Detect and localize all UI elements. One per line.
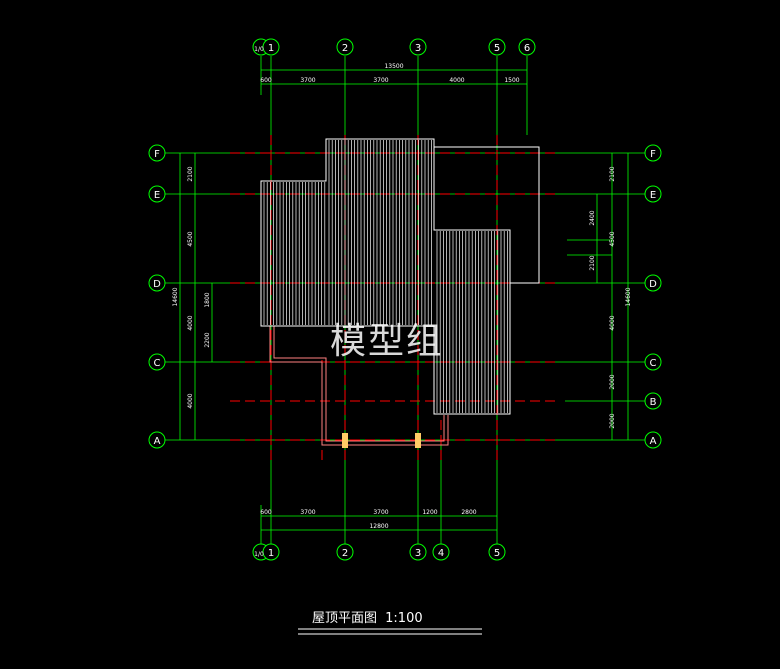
dim-left-inner-0: 1800 bbox=[204, 292, 211, 307]
axis-label-bottom-3: 3 bbox=[415, 548, 421, 559]
dimension-lines bbox=[179, 69, 629, 531]
dim-right-2: 4000 bbox=[609, 315, 616, 330]
dim-left-inner-1: 2200 bbox=[204, 332, 211, 347]
axis-label-top-0: 1/0 bbox=[254, 46, 264, 53]
axis-label-right-D: D bbox=[649, 279, 657, 290]
vertical-axis-lines bbox=[260, 56, 528, 545]
dim-bottom-2: 3700 bbox=[373, 509, 388, 516]
dim-right-inner-1: 2100 bbox=[589, 255, 596, 270]
axis-label-left-F: F bbox=[154, 149, 160, 160]
axis-label-top-3: 3 bbox=[415, 43, 421, 54]
drawing-scale: 1:100 bbox=[385, 611, 423, 626]
dim-right-total: 14600 bbox=[625, 287, 632, 306]
axis-label-top-5: 5 bbox=[494, 43, 500, 54]
right-axis-labels: F E D C B A bbox=[649, 149, 657, 447]
building-outline bbox=[269, 146, 540, 446]
bottom-axis-labels: 1/0 1 2 3 4 5 bbox=[254, 548, 500, 559]
column bbox=[342, 433, 348, 448]
dim-top-total: 13500 bbox=[384, 63, 403, 70]
right-dimension-text: 2100 4500 4000 2000 2000 14600 2400 2100 bbox=[589, 166, 632, 428]
dim-left-2: 4000 bbox=[187, 315, 194, 330]
horizontal-axis-lines bbox=[164, 152, 646, 441]
axis-label-right-B: B bbox=[650, 397, 657, 408]
dim-right-inner-0: 2400 bbox=[589, 210, 596, 225]
axis-label-bottom-5: 5 bbox=[494, 548, 500, 559]
dim-left-3: 4000 bbox=[187, 393, 194, 408]
column bbox=[415, 433, 421, 448]
bottom-dimension-text: 600 3700 3700 1200 2800 12800 bbox=[260, 509, 477, 530]
dim-left-1: 4500 bbox=[187, 231, 194, 246]
dim-right-0: 2100 bbox=[609, 166, 616, 181]
dim-left-total: 14600 bbox=[172, 287, 179, 306]
axis-label-bottom-2: 2 bbox=[342, 548, 348, 559]
dim-top-2: 3700 bbox=[373, 77, 388, 84]
top-axis-bubbles bbox=[252, 38, 536, 56]
axis-label-bottom-0: 1/0 bbox=[254, 551, 264, 558]
axis-label-bottom-1: 1 bbox=[268, 548, 274, 559]
axis-label-left-E: E bbox=[154, 190, 160, 201]
left-axis-labels: F E D C A bbox=[153, 149, 161, 447]
roof-hatch bbox=[263, 140, 508, 413]
drawing-title-text: 屋顶平面图 bbox=[312, 611, 378, 626]
title-underline bbox=[298, 628, 482, 635]
dim-bottom-total: 12800 bbox=[369, 523, 388, 530]
columns bbox=[342, 433, 421, 448]
dim-bottom-4: 2800 bbox=[461, 509, 476, 516]
axis-label-left-C: C bbox=[154, 358, 161, 369]
drawing-title: 屋顶平面图 1:100 bbox=[312, 607, 423, 626]
right-axis-bubbles bbox=[644, 144, 662, 449]
dim-top-0: 600 bbox=[260, 77, 272, 84]
roof-region-outlines bbox=[260, 138, 511, 415]
dim-right-1: 4500 bbox=[609, 231, 616, 246]
axis-label-right-F: F bbox=[650, 149, 656, 160]
axis-label-right-A: A bbox=[650, 436, 657, 447]
dim-top-4: 1500 bbox=[504, 77, 519, 84]
axis-label-right-C: C bbox=[650, 358, 657, 369]
top-dimension-text: 13500 600 3700 3700 4000 1500 bbox=[260, 63, 520, 84]
dim-bottom-0: 600 bbox=[260, 509, 272, 516]
dim-bottom-3: 1200 bbox=[422, 509, 437, 516]
dim-left-0: 2100 bbox=[187, 166, 194, 181]
bottom-axis-bubbles bbox=[252, 543, 506, 561]
axis-label-left-A: A bbox=[154, 436, 161, 447]
axis-label-top-1: 1 bbox=[268, 43, 274, 54]
dim-top-3: 4000 bbox=[449, 77, 464, 84]
dim-right-3: 2000 bbox=[609, 374, 616, 389]
axis-label-top-2: 2 bbox=[342, 43, 348, 54]
axis-label-bottom-4: 4 bbox=[438, 548, 444, 559]
top-axis-labels: 1/0 1 2 3 5 6 bbox=[254, 43, 530, 54]
dim-bottom-1: 3700 bbox=[300, 509, 315, 516]
axis-label-right-E: E bbox=[650, 190, 656, 201]
left-axis-bubbles bbox=[148, 144, 166, 449]
axis-label-top-6: 6 bbox=[524, 43, 530, 54]
dim-right-4: 2000 bbox=[609, 413, 616, 428]
axis-label-left-D: D bbox=[153, 279, 161, 290]
dim-top-1: 3700 bbox=[300, 77, 315, 84]
left-dimension-text: 2100 4500 4000 4000 14600 1800 2200 bbox=[172, 166, 211, 408]
watermark-text: 模型组 bbox=[330, 321, 445, 362]
